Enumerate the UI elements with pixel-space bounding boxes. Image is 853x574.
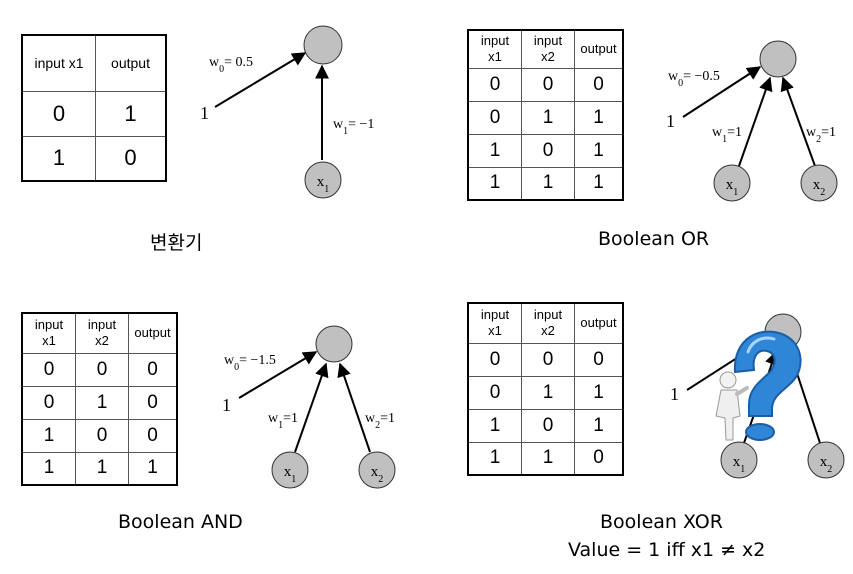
table-cell: 0 xyxy=(521,133,575,168)
table-cell: 0 xyxy=(21,90,96,137)
bias-input-label: 1 xyxy=(200,103,209,123)
table-cell: 0 xyxy=(521,67,575,102)
table-cell: 0 xyxy=(75,352,129,387)
bias-input-label: 1 xyxy=(222,395,231,415)
table-header: input x1 xyxy=(21,34,96,92)
bias-edge xyxy=(214,52,307,108)
table-cell: 1 xyxy=(521,375,575,410)
table-header: output xyxy=(574,302,624,344)
weight-label-w1: w1=1 xyxy=(712,125,742,145)
table-header: input x1 xyxy=(21,312,76,354)
table-cell: 1 xyxy=(128,451,178,486)
table-cell: 1 xyxy=(467,166,522,201)
xor-caption: Boolean XOR xyxy=(600,511,723,533)
table-cell: 1 xyxy=(521,166,575,201)
table-header: input x2 xyxy=(521,29,575,69)
table-cell: 0 xyxy=(21,385,76,420)
x2-edge xyxy=(337,362,371,453)
weight-label-w2: w2=1 xyxy=(365,411,395,431)
table-cell: 0 xyxy=(574,441,624,476)
converter-perceptron: x1 1 w0= 0.5 w1= −1 xyxy=(200,25,374,199)
table-header: input x2 xyxy=(521,302,575,344)
or-perceptron: x1 x2 1 w0= −0.5 w1=1 w2=1 xyxy=(666,40,838,202)
and-caption: Boolean AND xyxy=(118,511,243,533)
input-node-x2 xyxy=(807,441,845,479)
weight-label-w0: w0= −0.5 xyxy=(668,69,720,89)
table-cell: 1 xyxy=(574,100,624,135)
output-node xyxy=(315,325,353,363)
table-cell: 1 xyxy=(21,135,96,182)
x1-edge xyxy=(294,362,329,453)
table-cell: 0 xyxy=(128,385,178,420)
bias-edge xyxy=(682,66,762,118)
table-cell: 1 xyxy=(574,133,624,168)
table-cell: 0 xyxy=(467,375,522,410)
table-cell: 0 xyxy=(467,100,522,135)
input-node-x1 xyxy=(304,161,342,199)
input-node-x2 xyxy=(358,451,396,489)
table-cell: 0 xyxy=(521,342,575,377)
output-node xyxy=(759,40,797,78)
table-cell: 1 xyxy=(467,441,522,476)
input-node-x1 xyxy=(271,451,309,489)
table-cell: 0 xyxy=(467,67,522,102)
table-header: output xyxy=(95,34,167,92)
table-header: output xyxy=(128,312,178,354)
input-node-x1 xyxy=(713,164,751,202)
xor-perceptron: x1 x2 1 xyxy=(670,313,845,479)
x2-edge xyxy=(780,76,816,167)
table-cell: 1 xyxy=(574,375,624,410)
table-header: input x1 xyxy=(467,302,522,344)
bias-input-label: 1 xyxy=(670,384,679,404)
weight-label-w2: w2=1 xyxy=(806,125,836,145)
and-perceptron: x1 x2 1 w0= −1.5 w1=1 w2=1 xyxy=(222,325,396,489)
output-node xyxy=(303,25,343,65)
table-cell: 1 xyxy=(521,100,575,135)
table-cell: 1 xyxy=(75,451,129,486)
table-cell: 1 xyxy=(21,451,76,486)
bias-edge xyxy=(238,351,318,399)
xor-subcaption: Value = 1 iff x1 ≠ x2 xyxy=(568,539,766,561)
weight-label-w1: w1= −1 xyxy=(333,117,374,137)
question-mark-figure-icon xyxy=(715,330,802,441)
converter-truth-table: input x1 output 0 1 1 0 xyxy=(21,34,167,182)
weight-label-w0: w0= −1.5 xyxy=(224,353,276,373)
converter-caption: 변환기 xyxy=(150,232,203,254)
table-cell: 0 xyxy=(95,135,167,182)
input-node-x1 xyxy=(720,441,758,479)
input-node-x2 xyxy=(800,164,838,202)
weight-label-w1: w1=1 xyxy=(268,411,298,431)
weight-label-w0: w0= 0.5 xyxy=(209,55,253,75)
table-cell: 0 xyxy=(128,352,178,387)
or-caption: Boolean OR xyxy=(598,228,710,250)
table-cell: 1 xyxy=(521,441,575,476)
x1-edge xyxy=(738,76,773,167)
table-cell: 1 xyxy=(574,166,624,201)
table-header: output xyxy=(574,29,624,69)
table-cell: 0 xyxy=(574,67,624,102)
bias-input-label: 1 xyxy=(666,111,675,131)
